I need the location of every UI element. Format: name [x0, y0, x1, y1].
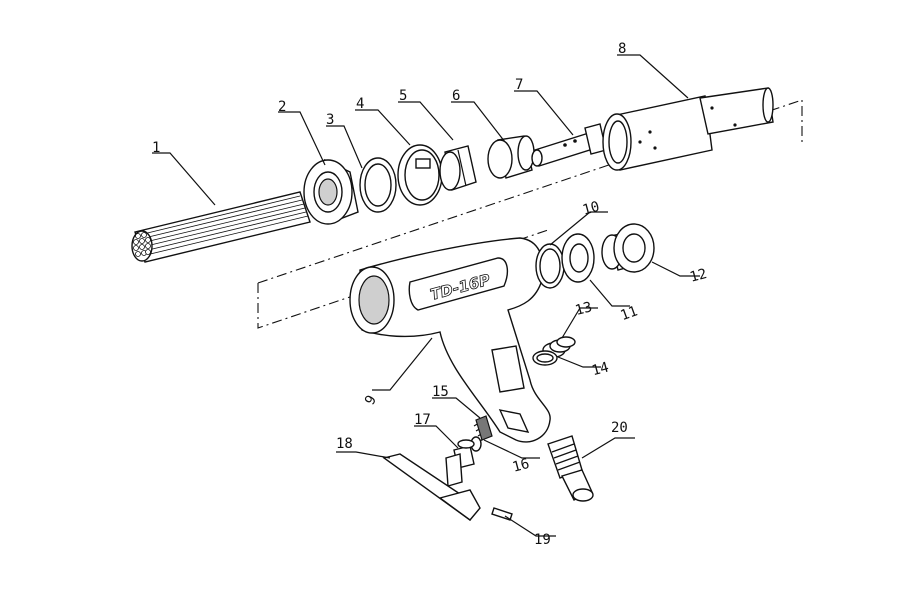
part-6-bushing — [487, 135, 535, 179]
part-label-6: 6 — [452, 88, 460, 104]
part-17-valve-stem — [445, 439, 475, 487]
part-label-20: 20 — [611, 420, 628, 436]
part-label-4: 4 — [356, 96, 364, 112]
part-14-seal — [532, 350, 558, 366]
part-9-gun-body: TD-16P — [349, 237, 551, 443]
part-label-17: 17 — [414, 412, 431, 428]
leader-lines — [152, 54, 700, 537]
part-label-8: 8 — [618, 41, 626, 57]
part-label-13: 13 — [573, 299, 593, 319]
part-2-front-cap — [303, 158, 359, 225]
part-10-washer — [535, 243, 565, 289]
part-label-14: 14 — [590, 359, 610, 379]
part-12-end-nut — [601, 223, 655, 273]
part-label-12: 12 — [688, 266, 708, 286]
part-label-7: 7 — [515, 77, 523, 93]
part-label-18: 18 — [336, 436, 353, 452]
part-5-collar — [439, 145, 477, 191]
part-label-9: 9 — [362, 393, 380, 408]
part-8-cylinder — [602, 87, 774, 171]
part-4-split-ring — [397, 144, 443, 206]
part-label-15: 15 — [432, 384, 449, 400]
part-label-2: 2 — [278, 99, 286, 115]
part-label-10: 10 — [581, 199, 601, 219]
part-label-19: 19 — [534, 532, 551, 548]
part-18-trigger — [382, 453, 481, 522]
part-label-3: 3 — [326, 112, 334, 128]
part-20-air-inlet — [547, 435, 594, 502]
part-1-needle-bundle — [131, 191, 311, 263]
part-11-ring — [561, 233, 595, 283]
part-3-o-ring — [359, 157, 397, 213]
part-label-1: 1 — [152, 140, 160, 156]
part-15-spring — [473, 415, 493, 442]
part-label-5: 5 — [399, 88, 407, 104]
part-label-11: 11 — [618, 303, 639, 324]
part-label-16: 16 — [511, 456, 531, 476]
